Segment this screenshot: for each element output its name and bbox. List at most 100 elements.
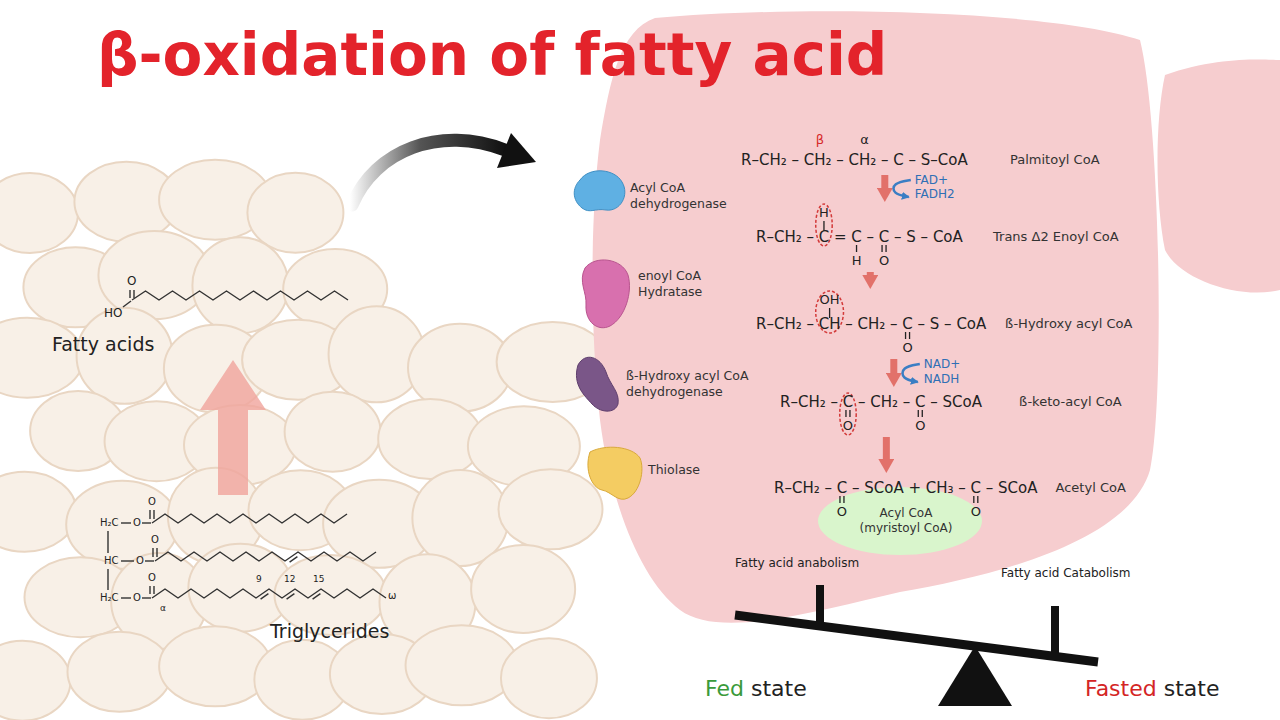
enzyme-icon	[582, 260, 629, 328]
bond-line	[922, 410, 923, 417]
liver-lobe	[1158, 59, 1280, 292]
reaction-arrow	[867, 272, 874, 279]
substituent-atom: O	[915, 418, 925, 433]
cofactor-label: NAD+	[924, 357, 960, 371]
substituent-atom: O	[971, 504, 981, 519]
enzyme-name: Acyl CoA dehydrogenase	[630, 180, 740, 212]
bond-line	[973, 496, 974, 503]
enzyme-name: enoyl CoA Hydratase	[638, 268, 720, 300]
bond-line	[153, 510, 154, 519]
substituent-atom: H	[852, 253, 862, 268]
bond-line	[290, 557, 298, 562]
carbon-position: β	[816, 132, 824, 147]
bond-line	[152, 548, 153, 557]
text-label: O	[151, 534, 159, 546]
enzyme-icon	[588, 447, 642, 499]
seesaw-fulcrum	[938, 646, 1012, 706]
text-label: HC	[104, 555, 119, 567]
transport-arrow	[352, 140, 505, 205]
bond-line	[133, 290, 134, 298]
product-highlight	[818, 487, 982, 555]
title: β-oxidation of fatty acid	[97, 22, 887, 89]
fat-cell	[247, 173, 343, 253]
cofactor-arrow	[894, 180, 911, 197]
enzyme-name: Thiolase	[648, 462, 700, 478]
fat-cell	[285, 392, 381, 472]
enzyme-icon	[574, 171, 625, 211]
text-label: ω	[388, 590, 396, 602]
text-label: O	[148, 572, 156, 584]
bond-line	[156, 548, 157, 557]
bond-line	[261, 594, 269, 599]
fat-cell	[0, 641, 70, 720]
text-label: O	[133, 592, 141, 604]
bond-line	[152, 514, 347, 523]
bond-line	[129, 290, 130, 298]
molecule-text: R–CH₂ – C – SCoA + CH₃ – C – SCoA	[774, 478, 1038, 498]
bond-line	[121, 522, 131, 523]
text-label: 15	[313, 574, 324, 585]
text-label: H₂C	[100, 517, 119, 529]
molecule-text: R–CH₂ – CH – CH₂ – C – S – CoA	[756, 314, 986, 334]
enzyme-label: ß-Hydroxy acyl CoA dehydrogenase	[626, 368, 768, 400]
fat-cell	[77, 308, 173, 404]
fat-cell	[378, 399, 482, 479]
carbon-position: α	[860, 132, 869, 147]
reaction-arrow	[883, 437, 890, 463]
enzyme-label: Acyl CoA dehydrogenase	[630, 180, 740, 212]
molecule-node: R–CH₂ – C = C – C – S – CoATrans Δ2 Enoy…	[752, 203, 1123, 271]
text-label: α	[160, 603, 166, 614]
molecule-text: ß-keto-acyl CoA	[1019, 394, 1122, 410]
text-label: O	[148, 496, 156, 508]
cofactor-arrow	[903, 364, 920, 382]
text-label: Triglycerides	[270, 620, 389, 643]
enzyme-icon	[576, 357, 618, 411]
molecule-text: Acetyl CoA	[1056, 480, 1126, 496]
transport-arrow-head	[497, 133, 536, 168]
bond-line	[287, 594, 295, 599]
reaction-arrow	[890, 359, 897, 377]
fat-cell	[67, 632, 171, 712]
substituent-atom: O	[843, 418, 853, 433]
bond-line	[142, 597, 151, 598]
cofactor-label: FAD+	[915, 173, 948, 187]
molecule-text: R–CH₂ – CH₂ – CH₂ – C – S–CoA	[741, 150, 968, 170]
bond-line	[155, 552, 376, 561]
cofactor-label: NADH	[924, 372, 959, 386]
bond-line	[856, 245, 857, 252]
bond-line	[153, 586, 154, 594]
bond-line	[905, 332, 906, 339]
bond-line	[845, 410, 846, 417]
fat-cell	[192, 237, 288, 333]
molecule-node: R–CH₂ – C – SCoA + CH₃ – C – SCoA Acetyl …	[770, 474, 1130, 540]
enzyme-name: ß-Hydroxy acyl CoA dehydrogenase	[626, 368, 768, 400]
release-arrow	[200, 360, 266, 495]
text-label: state	[1164, 676, 1220, 702]
bond-line	[843, 496, 844, 503]
text-label: O	[127, 274, 136, 288]
bond-line	[107, 531, 108, 553]
fat-cell	[0, 173, 78, 253]
molecule-node: R–CH₂ – C – CH₂ – C – SCoAß-keto-acyl Co…	[776, 388, 1126, 436]
bond-line	[313, 594, 321, 599]
text-label: 9	[256, 574, 262, 585]
text-label: state	[751, 676, 807, 702]
molecule-text: Palmitoyl CoA	[1010, 152, 1100, 168]
seesaw-post	[1051, 606, 1059, 658]
fat-cell	[498, 469, 602, 549]
molecule-node: R–CH₂ – CH₂ – CH₂ – C – S–CoA Palmitoyl C…	[737, 132, 1104, 174]
text-label: O	[136, 555, 144, 567]
bond-line	[918, 410, 919, 417]
bond-line	[121, 560, 134, 561]
adipocyte-cells	[0, 160, 609, 720]
bond-line	[149, 586, 150, 594]
molecule-text: ß-Hydroxy acyl CoA	[1005, 316, 1132, 332]
substituent-atom: O	[902, 340, 912, 355]
liver	[593, 11, 1159, 622]
text-label: HO	[104, 306, 122, 320]
seesaw-beam	[735, 615, 1098, 662]
substituent-atom: O	[879, 253, 889, 268]
cofactor-label: FADH2	[915, 187, 955, 201]
